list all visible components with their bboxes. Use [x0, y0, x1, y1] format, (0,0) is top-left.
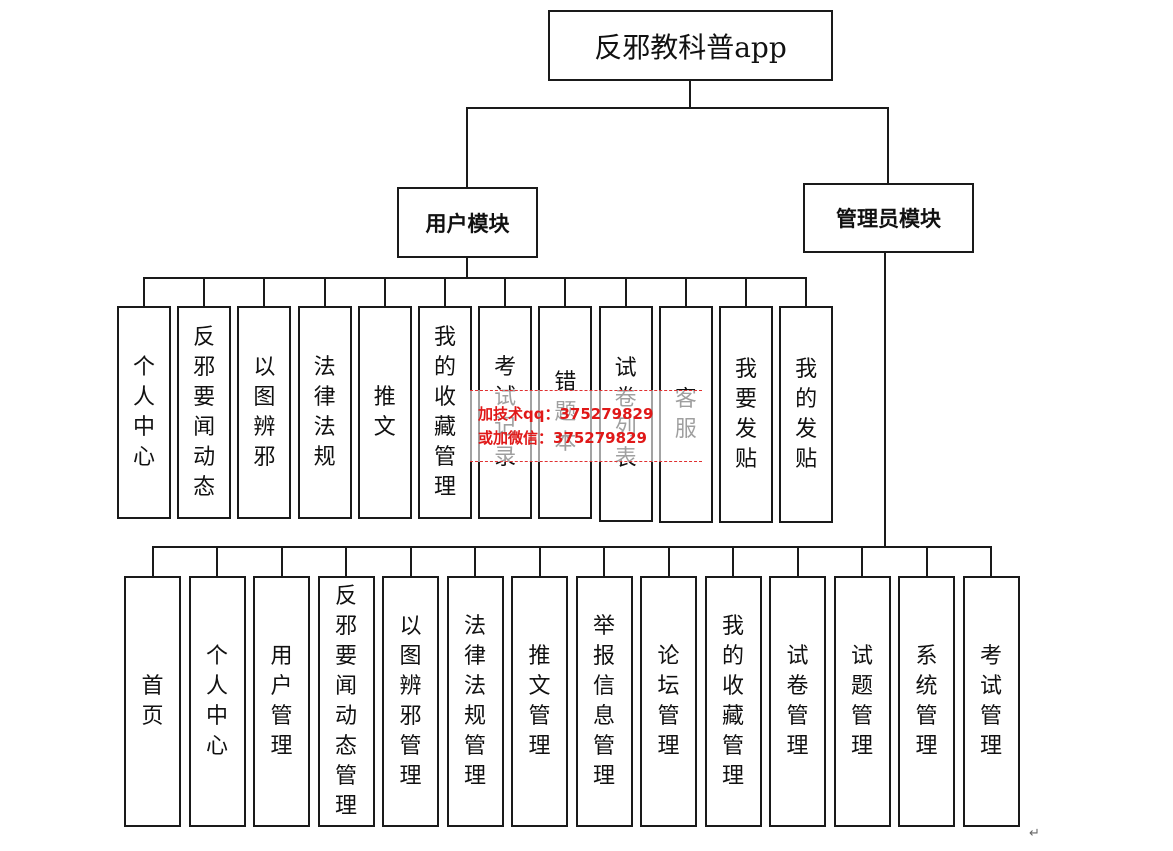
user-module-item-10: 我要发贴: [719, 306, 773, 523]
connector-line: [925, 546, 928, 576]
admin-module-item-9: 我的收藏管理: [704, 576, 762, 827]
connector-line: [345, 546, 347, 576]
user-module-item-0: 个人中心: [117, 306, 171, 519]
connector-line: [151, 546, 154, 576]
connector-line: [383, 277, 386, 306]
connector-line: [216, 546, 218, 576]
connector-line: [667, 546, 670, 576]
connector-line: [884, 253, 886, 547]
user-module-item-2: 以图辨邪: [237, 306, 292, 519]
connector-line: [684, 277, 687, 306]
admin-module-item-3: 反邪要闻动态管理: [317, 576, 375, 827]
connector-line: [409, 546, 412, 576]
admin-module-item-label: 论坛管理: [657, 643, 680, 759]
connector-line: [144, 277, 807, 279]
admin-module-item-12: 系统管理: [898, 576, 955, 827]
connector-line: [466, 258, 468, 278]
admin-module-title: 管理员模块: [836, 207, 941, 231]
admin-module-item-label: 法律法规管理: [463, 613, 486, 789]
connector-line: [805, 277, 808, 306]
admin-module-item-1: 个人中心: [188, 576, 246, 827]
admin-module-item-label: 考试管理: [979, 643, 1002, 759]
admin-module-item-5: 法律法规管理: [446, 576, 504, 827]
admin-module-item-label: 用户管理: [270, 643, 293, 759]
admin-module-item-10: 试卷管理: [769, 576, 826, 827]
user-module-item-5: 我的收藏管理: [418, 306, 472, 519]
connector-line: [990, 546, 992, 576]
connector-line: [603, 546, 605, 576]
connector-line: [689, 81, 691, 109]
user-module-item-11: 我的发贴: [779, 306, 834, 523]
connector-line: [152, 546, 990, 548]
admin-module-item-2: 用户管理: [253, 576, 310, 827]
user-module-item-label: 我的发贴: [795, 356, 818, 472]
connector-line: [474, 546, 476, 576]
admin-module-node: 管理员模块: [803, 183, 974, 253]
admin-module-item-8: 论坛管理: [640, 576, 697, 827]
user-module-item-3: 法律法规: [297, 306, 352, 519]
connector-line: [538, 546, 541, 576]
user-module-item-label: 我的收藏管理: [433, 324, 456, 500]
user-module-item-1: 反邪要闻动态: [177, 306, 232, 519]
admin-module-item-label: 以图辨邪管理: [399, 613, 422, 789]
connector-line: [564, 277, 567, 306]
watermark-wechat: 或加微信：375279829: [478, 429, 647, 447]
connector-line: [466, 107, 468, 187]
paragraph-mark: ↵: [1029, 826, 1040, 841]
connector-line: [323, 277, 326, 306]
user-module-item-label: 个人中心: [132, 354, 155, 470]
admin-module-item-label: 系统管理: [915, 643, 938, 759]
connector-line: [861, 546, 863, 576]
connector-line: [732, 546, 734, 576]
admin-module-item-label: 个人中心: [205, 643, 228, 759]
user-module-item-label: 我要发贴: [734, 356, 757, 472]
admin-module-item-13: 考试管理: [962, 576, 1020, 827]
admin-module-item-label: 推文管理: [528, 643, 551, 759]
watermark: 加技术qq：375279829 或加微信：375279829: [470, 390, 702, 462]
user-module-item-label: 法律法规: [313, 354, 336, 470]
admin-module-item-6: 推文管理: [511, 576, 568, 827]
user-module-item-label: 以图辨邪: [253, 354, 276, 470]
watermark-qq: 加技术qq：375279829: [478, 405, 654, 423]
admin-module-item-label: 举报信息管理: [592, 613, 615, 789]
user-module-title: 用户模块: [425, 211, 510, 236]
root-node: 反邪教科普app: [548, 10, 833, 81]
connector-line: [745, 277, 747, 306]
admin-module-item-label: 反邪要闻动态管理: [334, 583, 357, 819]
user-module-item-4: 推文: [357, 306, 412, 519]
connector-line: [263, 277, 266, 306]
connector-line: [466, 107, 889, 109]
admin-module-item-label: 首页: [141, 673, 164, 729]
user-module-node: 用户模块: [397, 187, 538, 258]
admin-module-item-label: 试题管理: [850, 643, 873, 759]
root-title: 反邪教科普app: [594, 30, 787, 64]
admin-module-item-7: 举报信息管理: [575, 576, 633, 827]
admin-module-item-label: 我的收藏管理: [721, 613, 744, 789]
connector-line: [887, 107, 889, 183]
connector-line: [796, 546, 799, 576]
user-module-item-label: 推文: [373, 384, 396, 440]
connector-line: [143, 277, 145, 306]
connector-line: [624, 277, 627, 306]
admin-module-item-11: 试题管理: [833, 576, 891, 827]
connector-line: [504, 277, 507, 306]
connector-line: [444, 277, 446, 306]
admin-module-item-4: 以图辨邪管理: [382, 576, 439, 827]
connector-line: [203, 277, 206, 306]
admin-module-item-label: 试卷管理: [786, 643, 809, 759]
admin-module-item-0: 首页: [124, 576, 181, 827]
connector-line: [280, 546, 283, 576]
user-module-item-label: 反邪要闻动态: [193, 324, 216, 500]
